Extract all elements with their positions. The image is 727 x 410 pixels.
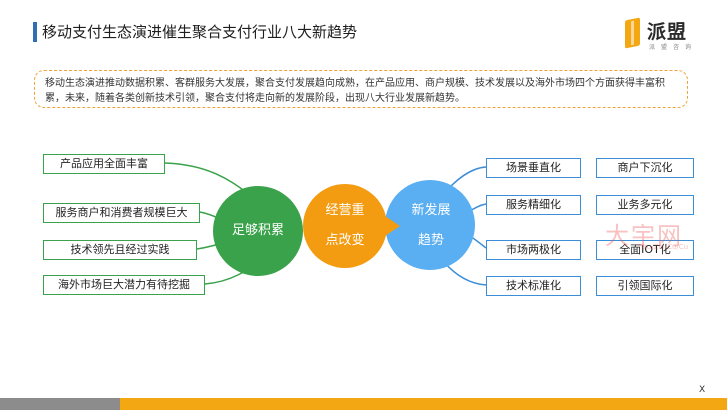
footer-bar-gray: [0, 398, 120, 410]
page-title: 移动支付生态演进催生聚合支付行业八大新趋势: [42, 23, 358, 41]
circle-orange: [303, 184, 387, 268]
right-item-2: 商户下沉化: [596, 158, 694, 178]
close-button[interactable]: X: [699, 385, 706, 395]
left-item-product: 产品应用全面丰富: [43, 154, 165, 174]
right-item-1: 场景垂直化: [486, 158, 581, 178]
right-item-4: 业务多元化: [596, 195, 694, 215]
circle-right-label-line2: 趋势: [417, 233, 444, 248]
title-accent-bar: [33, 22, 37, 42]
right-item-5: 市场两极化: [486, 240, 581, 260]
circle-left-label: 足够积累: [231, 223, 284, 238]
left-item-scale: 服务商户和消费者规模巨大: [43, 203, 200, 223]
logo-subtext: 派盟咨询: [649, 44, 698, 51]
right-item-8: 引领国际化: [596, 276, 694, 296]
circle-middle-label-line1: 经营重: [325, 203, 365, 218]
arrow-orange-to-blue: [385, 216, 400, 236]
logo: 派盟 派盟咨询: [625, 17, 715, 51]
circle-green: [213, 186, 303, 276]
logo-text: 派盟: [647, 21, 688, 43]
right-item-6: 全面IOT化: [596, 240, 694, 260]
right-item-3: 服务精细化: [486, 195, 581, 215]
left-item-overseas: 海外市场巨大潜力有待挖掘: [43, 275, 205, 295]
footer-bar-orange: [120, 398, 727, 410]
watermark-subtext: Tsu/Zhi/Cu/Cu: [640, 243, 689, 251]
circle-blue: [385, 180, 475, 270]
left-item-tech: 技术领先且经过实践: [43, 240, 197, 260]
connector-right-4: [443, 261, 487, 286]
watermark-logo: 大宇网: [605, 222, 683, 250]
circle-middle-label-line2: 点改变: [325, 233, 365, 248]
intro-box: 移动生态演进推动数据积累、客群服务大发展，聚合支付发展趋向成熟，在产品应用、商户…: [34, 70, 688, 108]
right-item-7: 技术标准化: [486, 276, 581, 296]
circle-right-label-line1: 新发展: [411, 203, 451, 218]
